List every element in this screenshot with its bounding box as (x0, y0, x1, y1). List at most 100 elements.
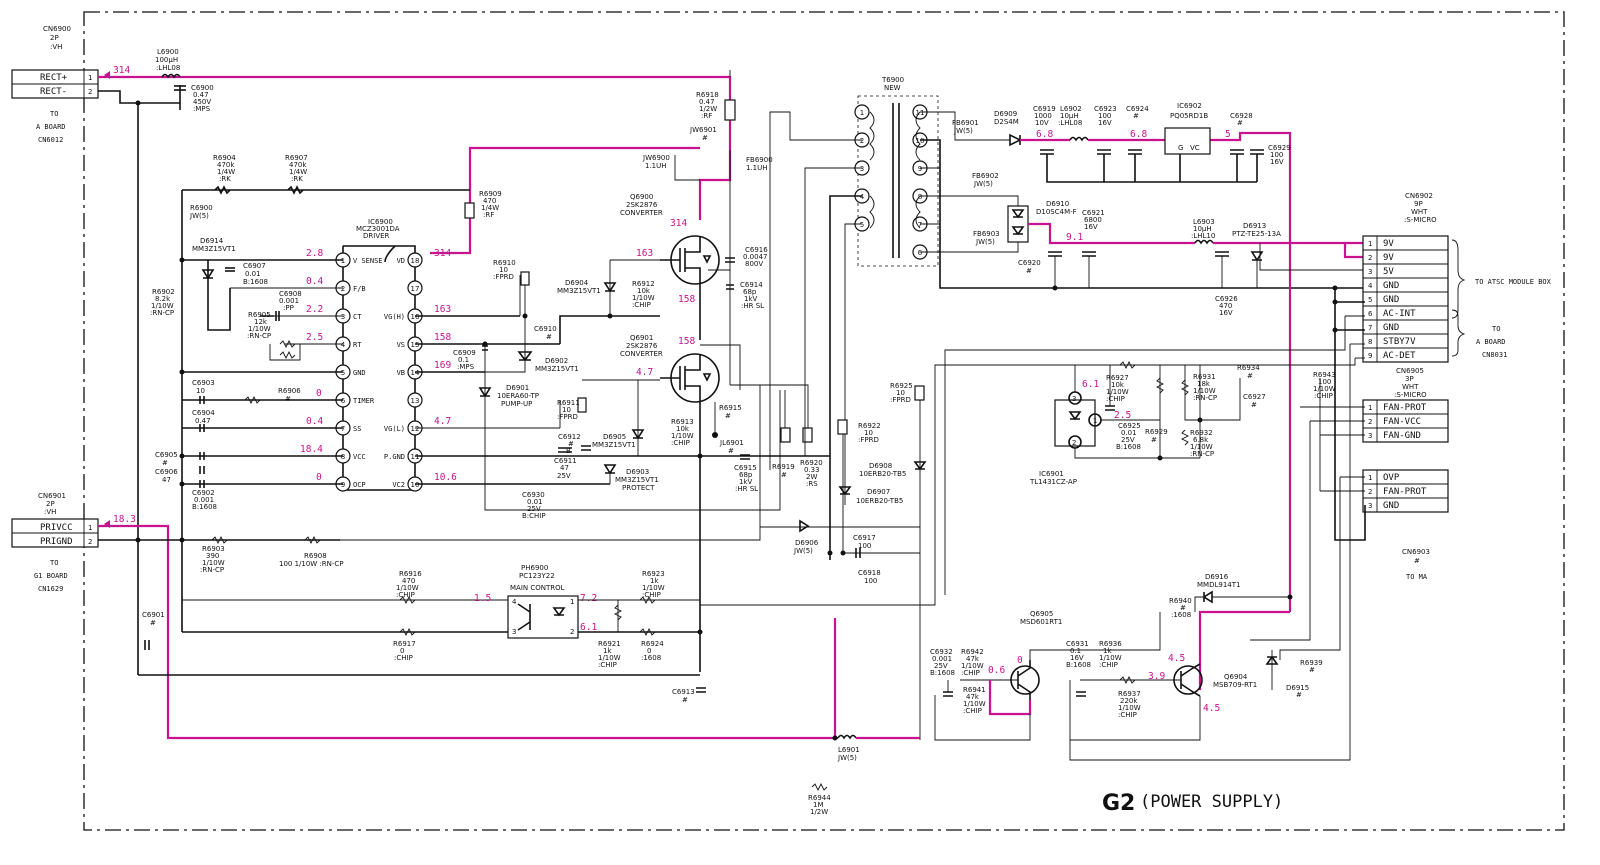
r6918-resistor: R6918 0.47 1/2W :RF (696, 91, 736, 121)
board-name: (POWER SUPPLY) (1140, 792, 1283, 812)
ic6900-pin-6-num: 6 (341, 397, 346, 405)
svg-text:C6929: C6929 (1268, 144, 1291, 152)
svg-text:B:1608: B:1608 (1066, 661, 1091, 669)
svg-text::1608: :1608 (1171, 611, 1191, 619)
svg-text:2: 2 (570, 628, 574, 636)
svg-text:C6927: C6927 (1243, 393, 1266, 401)
cn6902-pin-3-label: 5V (1383, 267, 1394, 277)
svg-text:C6925: C6925 (1118, 422, 1141, 430)
svg-text:C6919: C6919 (1033, 105, 1056, 113)
svg-text:0: 0 (1017, 655, 1023, 666)
svg-text:L6902: L6902 (1060, 105, 1082, 113)
svg-text:#: # (702, 134, 708, 142)
svg-text:PQ05RD1B: PQ05RD1B (1170, 112, 1208, 120)
svg-text:158: 158 (678, 294, 695, 305)
cn6902-pin-2-label: 9V (1383, 253, 1394, 263)
cn6900-dest-line3: CN6012 (38, 136, 63, 144)
svg-text:800V: 800V (745, 260, 763, 268)
cn6901-pin1-label: PRIVCC (40, 523, 73, 533)
svg-text:FB6900: FB6900 (746, 156, 773, 164)
svg-text:1/10W: 1/10W (963, 700, 986, 708)
cn6902-pin-4-num: 4 (1368, 282, 1373, 290)
svg-text:10: 10 (196, 387, 205, 395)
svg-text:D6908: D6908 (869, 462, 892, 470)
svg-text:#: # (285, 395, 291, 403)
ic6900-left-network (182, 259, 343, 488)
svg-text:2W: 2W (806, 473, 817, 481)
svg-text:C6905: C6905 (155, 451, 178, 459)
svg-text::CHIP: :CHIP (961, 669, 980, 677)
svg-text:1: 1 (1093, 417, 1097, 425)
ic6900-pin-14-num: 14 (411, 369, 420, 377)
ic6900-pin-16-label: VG(H) (384, 313, 405, 321)
svg-text:1/10W: 1/10W (151, 302, 174, 310)
svg-text:D6903: D6903 (626, 468, 649, 476)
svg-text:C6923: C6923 (1094, 105, 1117, 113)
svg-text::CHIP: :CHIP (671, 439, 690, 447)
svg-text:10ERB20-TB5: 10ERB20-TB5 (859, 470, 906, 478)
ic6900-pin-4-label: RT (353, 341, 362, 349)
svg-text:1/10W: 1/10W (248, 325, 271, 333)
svg-text:R6940: R6940 (1169, 597, 1192, 605)
t6900-pin-3-num: 3 (860, 165, 864, 173)
cn6902-pin-8-num: 8 (1368, 338, 1372, 346)
svg-text:163: 163 (636, 248, 653, 259)
svg-text:C6907: C6907 (243, 262, 266, 270)
q6901-mosfet: Q6901 2SK2876 CONVERTER 158 4.7 (620, 334, 720, 403)
svg-text:D6906: D6906 (795, 539, 819, 547)
ic6900-pin-12-num: 12 (411, 425, 420, 433)
svg-text:C6906: C6906 (155, 468, 178, 476)
svg-text::1608: :1608 (641, 654, 661, 662)
svg-text:R6907: R6907 (285, 154, 308, 162)
svg-text:0: 0 (647, 647, 651, 655)
svg-text::HR SL: :HR SL (741, 302, 764, 310)
ic6900-pin-18-label: VD (397, 257, 405, 265)
ic6900-pin-18 (407, 252, 423, 268)
svg-text:C6932: C6932 (930, 648, 953, 656)
cn6902-pin-3-num: 3 (1368, 268, 1372, 276)
svg-text:0: 0 (316, 472, 322, 483)
svg-text::CHIP: :CHIP (1099, 661, 1118, 669)
svg-text:R6936: R6936 (1099, 640, 1122, 648)
svg-text:B: B (566, 447, 571, 455)
svg-text:MM3Z15VT1: MM3Z15VT1 (535, 365, 579, 373)
ic6900-pin-8-num: 8 (341, 453, 345, 461)
svg-text:0.01: 0.01 (1121, 429, 1137, 437)
svg-text:D6901: D6901 (506, 384, 529, 392)
svg-text:R6920: R6920 (800, 459, 823, 467)
rect-voltage: 314 (113, 65, 130, 76)
svg-text:68p: 68p (743, 288, 757, 296)
svg-text:#: # (781, 471, 787, 479)
cn6902-pin-1-label: 9V (1383, 239, 1394, 249)
svg-text:10µH: 10µH (1193, 225, 1212, 233)
right-gnd-wiring: R6943 100 1/10W :CHIP (700, 288, 1366, 761)
q6905-transistor: Q6905 MSD601RT1 0 0.6 C6932 0.001 25V B:… (930, 610, 1161, 741)
svg-text:10V: 10V (1035, 119, 1049, 127)
svg-text:G: G (1178, 144, 1183, 152)
board-title: G2 (POWER SUPPLY) (1102, 791, 1283, 816)
svg-text:TL1431CZ-AP: TL1431CZ-AP (1029, 478, 1077, 486)
svg-text:470k: 470k (289, 161, 307, 169)
svg-text:25V: 25V (934, 662, 948, 670)
svg-text:Q6905: Q6905 (1030, 610, 1053, 618)
cn6901-pin2-num: 2 (88, 538, 92, 546)
cn6901-pin1-num: 1 (88, 524, 92, 532)
svg-text:#: # (1151, 436, 1157, 444)
svg-text:D6914: D6914 (200, 237, 224, 245)
cn6902-pin-7-label: GND (1383, 323, 1399, 333)
svg-text:0.33: 0.33 (804, 466, 820, 474)
svg-text:12k: 12k (254, 318, 268, 326)
svg-text:47k: 47k (966, 693, 980, 701)
svg-text:JW(5): JW(5) (793, 547, 813, 555)
svg-text:6.1: 6.1 (1082, 379, 1099, 390)
svg-text:2.5: 2.5 (306, 332, 323, 343)
svg-text:1000: 1000 (1034, 112, 1052, 120)
svg-text:IC6901: IC6901 (1039, 470, 1064, 478)
svg-text:0.001: 0.001 (279, 297, 299, 305)
ph6900-photocoupler: 4 3 1 2 PH6900 PC123Y22 MAIN CONTROL 1.5… (393, 564, 860, 762)
svg-text:C6903: C6903 (192, 379, 215, 387)
svg-text:68p: 68p (739, 471, 753, 479)
svg-text::MPS: :MPS (193, 105, 211, 113)
cn6902-pin-6-label: AC-INT (1383, 309, 1416, 319)
